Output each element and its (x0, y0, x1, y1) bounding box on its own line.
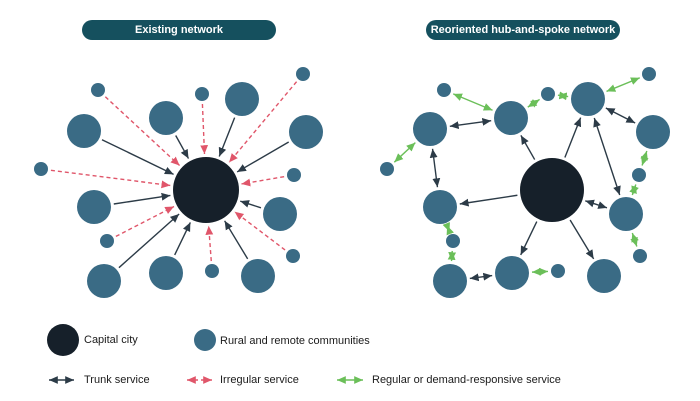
existing-link-9 (241, 175, 285, 187)
reoriented-link-19 (630, 232, 639, 247)
existing-community-8 (34, 162, 48, 176)
reoriented-link-8 (429, 148, 441, 188)
reoriented-community-f (571, 82, 605, 116)
reoriented-link-17 (640, 150, 649, 166)
reoriented-capital-city (520, 158, 584, 222)
legend-regular-label: Regular or demand-responsive service (372, 374, 561, 386)
reoriented-link-5 (520, 221, 538, 256)
existing-community-1 (67, 114, 101, 148)
existing-network-connections (50, 81, 298, 269)
reoriented-link-6 (569, 219, 595, 260)
existing-link-1 (101, 139, 174, 175)
reoriented-network-connections (393, 77, 649, 282)
existing-link-2 (104, 96, 181, 167)
existing-link-5 (218, 117, 236, 157)
existing-community-7 (289, 115, 323, 149)
existing-community-16 (241, 259, 275, 293)
reoriented-link-14 (527, 98, 540, 108)
existing-community-12 (100, 234, 114, 248)
reoriented-link-3 (459, 194, 518, 207)
reoriented-link-11 (469, 272, 493, 282)
existing-link-17 (234, 211, 286, 251)
legend-rural-label: Rural and remote communities (220, 335, 370, 347)
existing-community-13 (87, 264, 121, 298)
legend-trunk-label: Trunk service (84, 374, 150, 386)
reoriented-link-1 (520, 135, 536, 160)
existing-community-3 (149, 101, 183, 135)
reoriented-community-p (551, 264, 565, 278)
reoriented-link-4 (585, 199, 608, 209)
reoriented-link-7 (449, 117, 492, 130)
existing-link-6 (228, 81, 298, 163)
existing-link-3 (175, 135, 190, 159)
existing-community-6 (296, 67, 310, 81)
legend-capital-label: Capital city (84, 334, 138, 346)
reoriented-community-k (609, 197, 643, 231)
legend-symbols (47, 324, 363, 384)
reoriented-network-title: Reoriented hub-and-spoke network (426, 20, 620, 40)
reoriented-community-n (433, 264, 467, 298)
legend-irregular-label: Irregular service (220, 374, 299, 386)
existing-community-9 (287, 168, 301, 182)
network-nodes (34, 67, 670, 298)
existing-community-15 (205, 264, 219, 278)
legend-capital-symbol (47, 324, 79, 356)
reoriented-link-21 (447, 250, 457, 262)
reoriented-community-d (494, 101, 528, 135)
reoriented-link-12 (393, 142, 416, 163)
existing-link-8 (50, 169, 171, 189)
reoriented-community-a (413, 112, 447, 146)
reoriented-community-h (636, 115, 670, 149)
existing-link-16 (224, 220, 249, 260)
reoriented-link-20 (442, 222, 454, 236)
existing-community-5 (225, 82, 259, 116)
existing-link-7 (236, 141, 290, 173)
reoriented-community-m (633, 249, 647, 263)
reoriented-community-l (446, 234, 460, 248)
existing-community-14 (149, 256, 183, 290)
reoriented-community-q (587, 259, 621, 293)
existing-link-11 (240, 200, 262, 209)
existing-community-10 (77, 190, 111, 224)
existing-capital-city (173, 157, 239, 223)
existing-link-13 (118, 213, 180, 269)
existing-link-4 (200, 103, 209, 155)
reoriented-link-9 (605, 107, 636, 124)
reoriented-link-18 (629, 184, 639, 196)
reoriented-community-j (423, 190, 457, 224)
reoriented-community-b (437, 83, 451, 97)
reoriented-community-e (541, 87, 555, 101)
existing-community-17 (286, 249, 300, 263)
reoriented-link-16 (606, 77, 641, 93)
existing-link-10 (113, 192, 171, 205)
reoriented-community-g (642, 67, 656, 81)
reoriented-link-13 (452, 93, 493, 111)
existing-network-title: Existing network (82, 20, 276, 40)
reoriented-link-22 (531, 267, 549, 276)
reoriented-link-10 (593, 117, 621, 196)
reoriented-community-c (380, 162, 394, 176)
existing-community-11 (263, 197, 297, 231)
existing-link-14 (174, 222, 192, 256)
existing-link-12 (115, 205, 175, 238)
reoriented-community-i (632, 168, 646, 182)
existing-link-15 (205, 225, 214, 262)
reoriented-community-o (495, 256, 529, 290)
existing-community-4 (195, 87, 209, 101)
existing-community-2 (91, 83, 105, 97)
legend-rural-symbol (194, 329, 216, 351)
reoriented-link-15 (557, 91, 569, 101)
reoriented-link-2 (564, 117, 582, 158)
